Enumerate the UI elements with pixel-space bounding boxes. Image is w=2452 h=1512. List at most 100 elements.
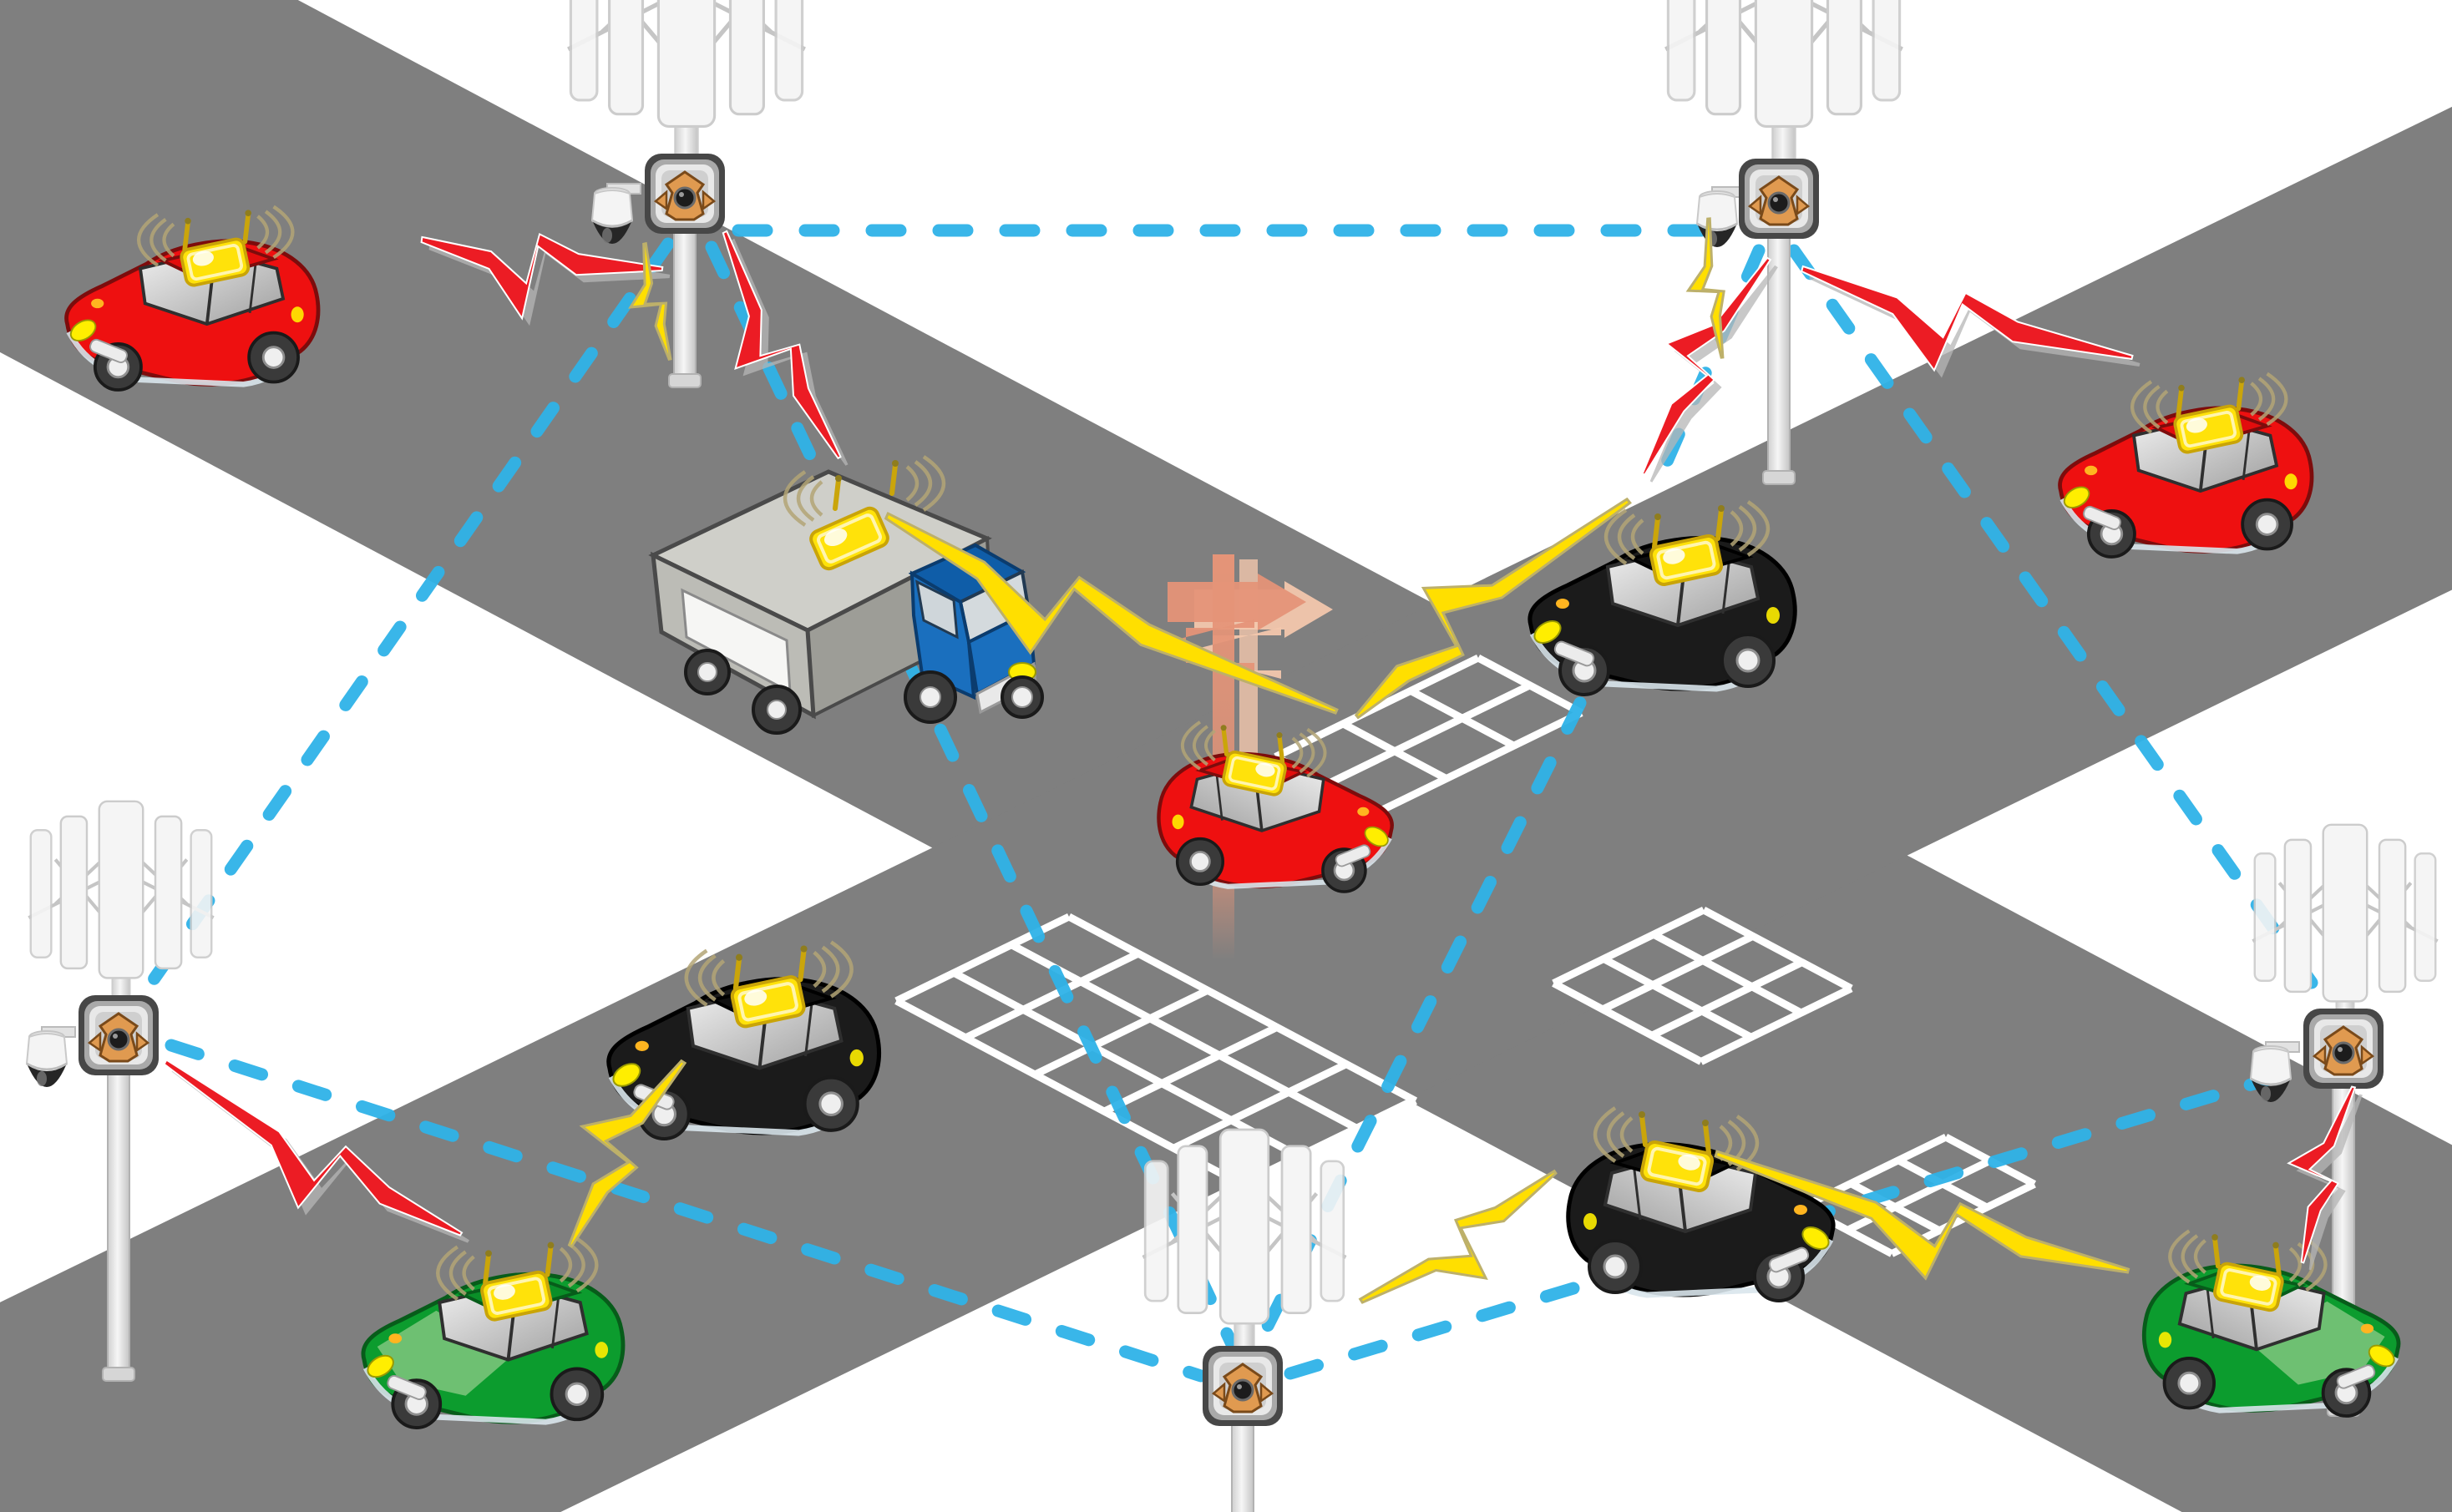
obu-antenna-icon xyxy=(2212,1236,2221,1269)
signal-waves-icon xyxy=(922,455,946,512)
signal-waves-icon xyxy=(2156,389,2169,425)
dome-camera-icon xyxy=(590,183,641,244)
signal-waves-icon xyxy=(264,210,282,255)
obu-antenna-icon xyxy=(732,956,742,991)
obu-unit-icon xyxy=(2213,1262,2284,1312)
obu-unit-icon xyxy=(730,975,806,1029)
link-left-bottomcenter xyxy=(165,1039,1208,1383)
signal-waves-icon xyxy=(2266,372,2288,427)
obu-unit-icon xyxy=(2173,404,2244,454)
lightning-bolt-yellow-icon xyxy=(567,1059,687,1248)
signal-waves-icon xyxy=(1299,732,1315,774)
lightning-bolt-red-icon xyxy=(722,230,842,460)
bolt-yellow-topleft-down xyxy=(628,241,672,361)
signal-waves-icon xyxy=(256,215,270,250)
lightning-bolt-yellow-icon xyxy=(884,511,1339,715)
lightning-bolt-yellow-icon xyxy=(1358,1169,1558,1304)
bolt-truck-to-center-car xyxy=(884,511,1339,715)
tower-top-right xyxy=(1664,0,1903,175)
obu-unit-icon xyxy=(1222,751,1287,796)
crosswalk-east xyxy=(1552,906,1853,1065)
obu-antenna-icon xyxy=(2236,379,2245,412)
obu-antenna-icon xyxy=(889,463,898,496)
tower-left xyxy=(28,800,215,1016)
rsu-pole xyxy=(673,223,697,387)
vehicle-truck xyxy=(648,455,1044,735)
vehicle-green-car-bottom-left xyxy=(361,1236,626,1429)
signal-waves-icon xyxy=(1730,510,1744,547)
rsu-bottom-center xyxy=(1203,1346,1283,1512)
vehicle-red-car-top-left xyxy=(64,205,321,392)
obu-antenna-icon xyxy=(1703,1122,1711,1155)
bolt-blackcar-to-center-car xyxy=(1354,497,1632,720)
vehicle-red-car-right xyxy=(2058,372,2314,559)
signal-waves-icon xyxy=(2143,385,2161,429)
signal-waves-icon xyxy=(448,1250,467,1297)
signal-waves-icon xyxy=(149,218,167,262)
obu-antenna-icon xyxy=(798,948,807,983)
signal-waves-icon xyxy=(2257,377,2276,422)
rsu-pole xyxy=(1231,1422,1254,1512)
tower-bottom-center xyxy=(1142,1128,1347,1365)
signal-waves-icon xyxy=(462,1255,475,1292)
lightning-bolt-red-icon xyxy=(163,1059,464,1236)
tower-bottom-right xyxy=(2252,823,2439,1039)
antenna-panel xyxy=(2322,823,2368,1003)
signal-waves-icon xyxy=(684,948,708,1007)
signal-waves-icon xyxy=(436,1245,458,1301)
lightning-bolt-red-icon xyxy=(1801,265,2134,372)
bolt-topright-rsu-to-red-car xyxy=(1801,265,2140,378)
headlight-icon xyxy=(2368,1344,2395,1368)
headlight-icon xyxy=(2063,486,2090,509)
rsu-box-icon xyxy=(1203,1346,1283,1426)
rsu-top-right xyxy=(1695,159,1819,485)
tower-top-left xyxy=(567,0,806,175)
lightning-bolt-red-icon xyxy=(420,232,664,321)
signal-waves-icon xyxy=(914,460,933,507)
signal-waves-icon xyxy=(2250,382,2263,417)
vehicle-black-car-mid-left xyxy=(606,940,881,1141)
bolt-yellow-topright-down xyxy=(1685,217,1725,359)
signal-waves-icon xyxy=(136,213,160,267)
antenna-panel xyxy=(98,800,144,979)
bolt-topright-rsu-to-black-car xyxy=(1641,256,1778,483)
signal-waves-icon xyxy=(162,222,175,258)
rsu-box-icon xyxy=(79,995,159,1075)
signal-waves-icon xyxy=(1738,505,1757,552)
bolt-red-car-to-topleft-rsu xyxy=(420,232,671,326)
rsu-left xyxy=(25,995,159,1382)
obu-antenna-icon xyxy=(545,1244,554,1277)
rsu-box-icon xyxy=(2303,1009,2384,1089)
vehicle-green-car-bottom-right xyxy=(2141,1229,2401,1418)
lightning-bolt-yellow-icon xyxy=(1714,1150,2130,1281)
obu-antenna-icon xyxy=(2176,387,2184,419)
signal-waves-icon xyxy=(1593,1106,1617,1163)
link-topright-bottomright xyxy=(1787,244,2337,1015)
signal-waves-icon xyxy=(1617,513,1636,560)
signal-waves-icon xyxy=(1603,508,1628,565)
dome-camera-icon xyxy=(25,1026,76,1087)
signal-waves-icon xyxy=(559,1247,573,1283)
signal-waves-icon xyxy=(796,475,815,522)
obu-antenna-icon xyxy=(2273,1244,2282,1277)
signal-waves-icon xyxy=(698,953,717,1002)
lightning-bolt-red-icon xyxy=(2287,1085,2357,1264)
signal-waves-icon xyxy=(272,205,295,260)
link-bottomcenter-bottomright xyxy=(1284,1064,2305,1380)
headlight-icon xyxy=(1801,1226,1830,1250)
obu-unit-icon xyxy=(180,237,251,287)
rsu-pole xyxy=(107,1070,130,1380)
rsu-pole xyxy=(1767,226,1791,483)
rsu-top-left xyxy=(590,154,725,388)
antenna-panel xyxy=(1218,1128,1270,1325)
antenna-panel xyxy=(1754,0,1814,128)
vehicles xyxy=(64,205,2401,1429)
headlight-icon xyxy=(1364,826,1389,847)
headlight-icon xyxy=(1533,620,1562,644)
signal-waves-icon xyxy=(1291,736,1304,769)
headlight-icon xyxy=(612,1063,641,1087)
lightning-bolt-red-icon xyxy=(1641,256,1772,477)
antenna-panel xyxy=(656,0,717,128)
bolt-blackcar-to-green-br xyxy=(1714,1150,2130,1281)
bolt-bottomright-rsu-to-green xyxy=(2287,1085,2363,1271)
